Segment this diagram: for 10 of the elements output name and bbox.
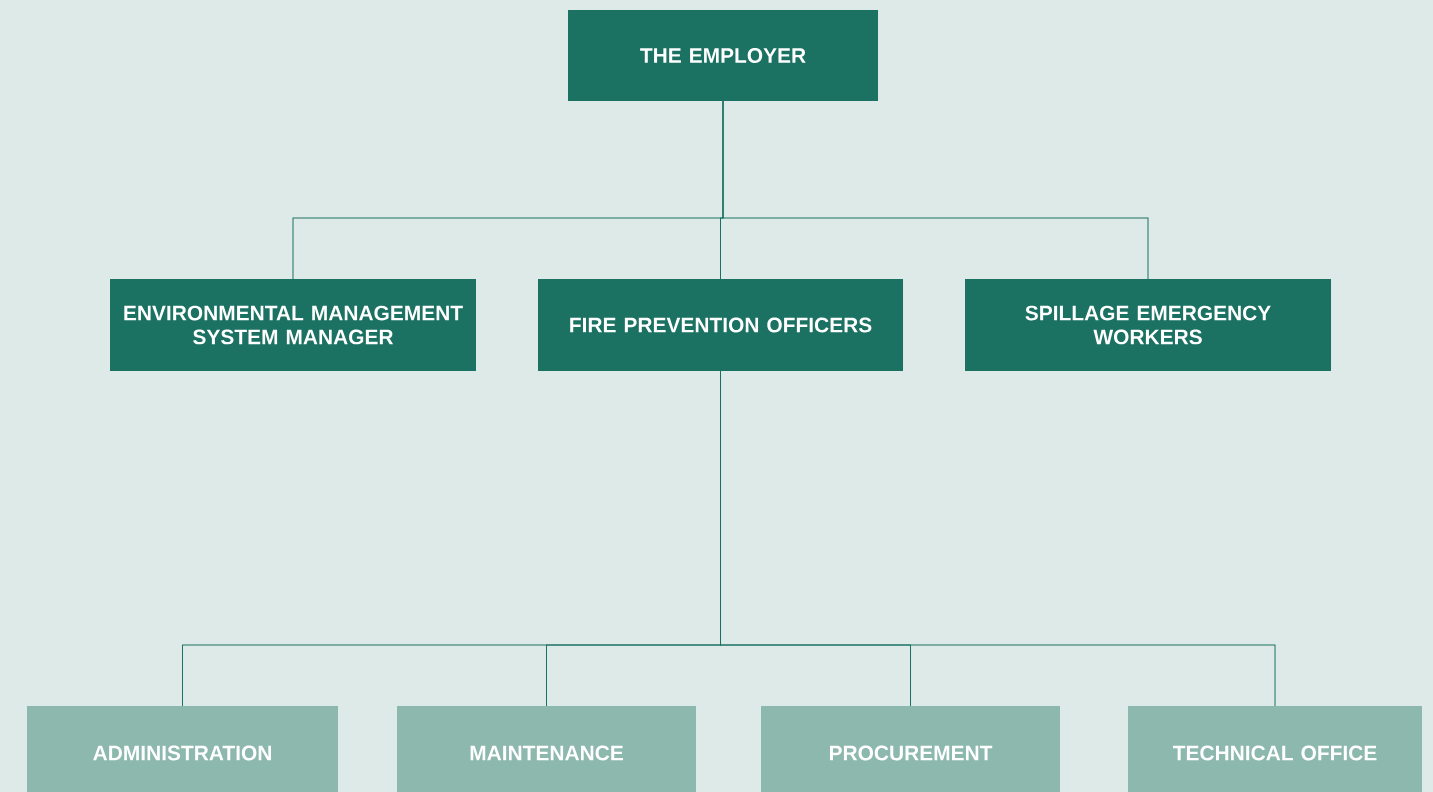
role-box: SPILLAGE EMERGENCY WORKERS xyxy=(965,279,1331,371)
role-box: ENVIRONMENTAL MANAGEMENT SYSTEM MANAGER xyxy=(110,279,476,371)
department-box: TECHNICAL OFFICE xyxy=(1128,706,1422,792)
department-box: PROCUREMENT xyxy=(761,706,1060,792)
department-box: ADMINISTRATION xyxy=(27,706,338,792)
connector-line xyxy=(720,370,1276,707)
role-box: THE EMPLOYER xyxy=(568,10,878,101)
connector-line xyxy=(722,100,1149,280)
role-box: FIRE PREVENTION OFFICERS xyxy=(538,279,903,371)
department-box: MAINTENANCE xyxy=(397,706,696,792)
